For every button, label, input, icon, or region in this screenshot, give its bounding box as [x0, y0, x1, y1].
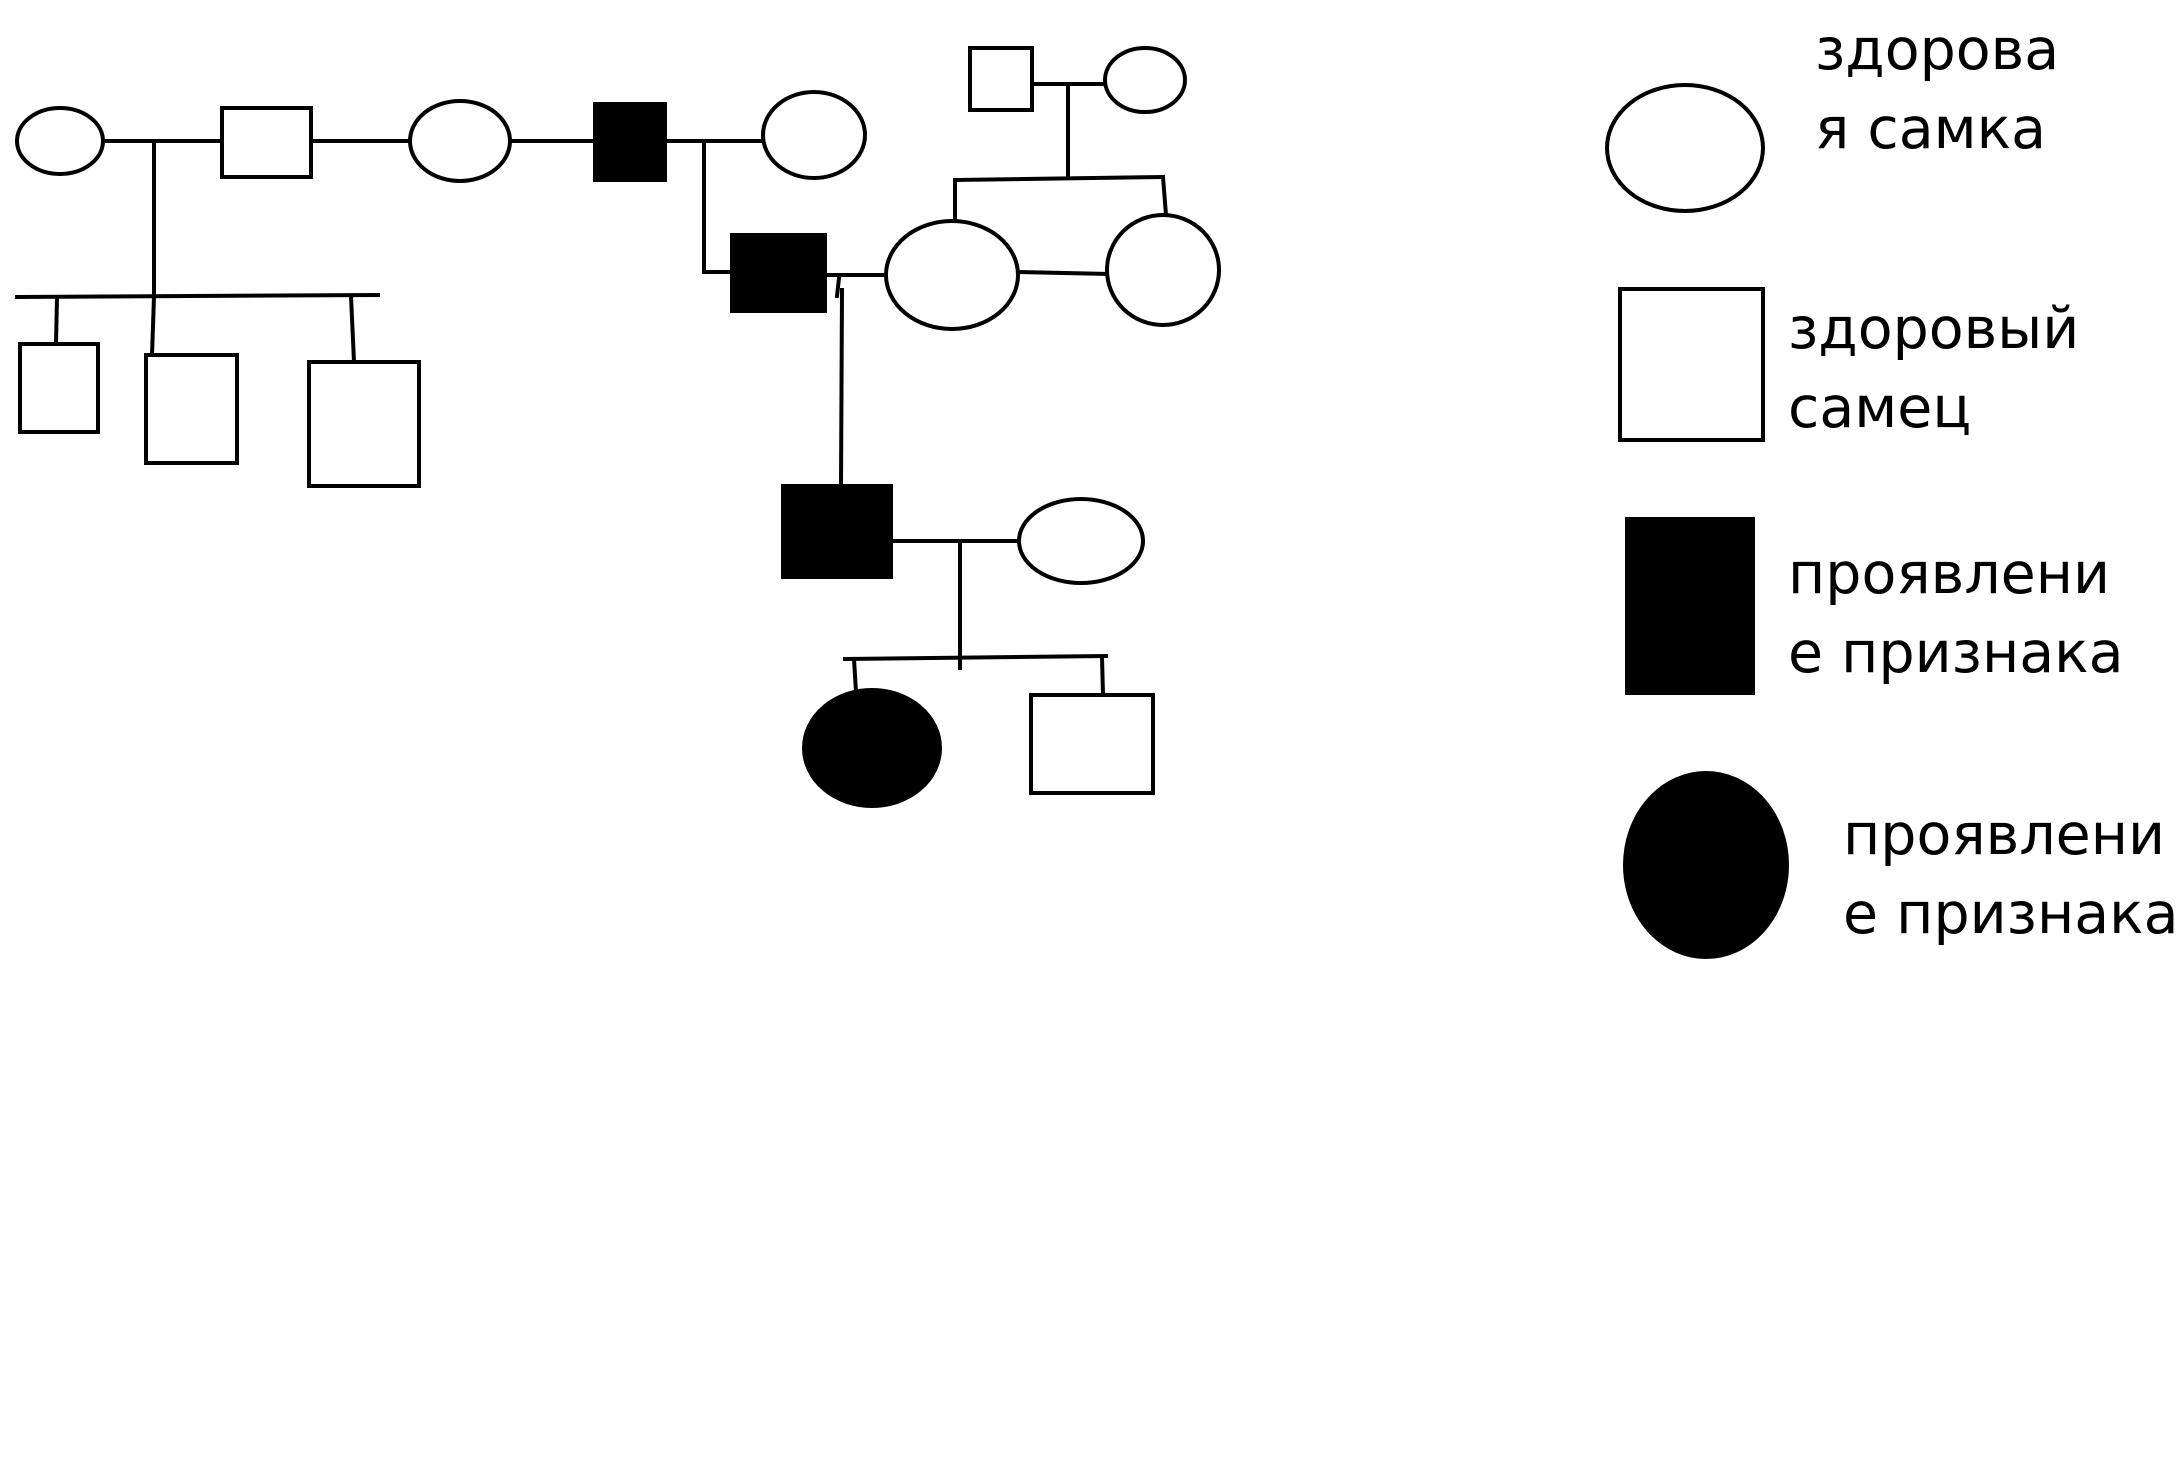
healthy-female-symbol	[1017, 497, 1145, 585]
descent-line	[834, 275, 842, 299]
legend-label: е признака	[1788, 620, 2124, 686]
healthy-female-symbol	[884, 219, 1020, 331]
affected-male-symbol	[730, 233, 827, 313]
legend-empty-square-symbol	[1618, 287, 1765, 442]
legend-item: здорова я самка	[1605, 17, 2059, 213]
healthy-female-symbol	[15, 106, 105, 176]
sibship-line	[842, 653, 1109, 662]
legend-label: е признака	[1843, 881, 2179, 947]
legend-label: проявлени	[1788, 541, 2110, 607]
legend-label: проявлени	[1843, 802, 2165, 868]
healthy-female-symbol	[1103, 46, 1187, 114]
pedigree-connecting-lines	[14, 82, 1169, 698]
pedigree-individuals	[15, 46, 1221, 808]
legend-item: проявлени е признака	[1623, 771, 2179, 959]
healthy-male-symbol	[220, 106, 313, 179]
child-line	[149, 294, 157, 358]
healthy-female-symbol	[408, 99, 512, 183]
child-line	[1099, 654, 1106, 698]
legend-filled-circle-symbol	[1623, 771, 1789, 959]
healthy-female-symbol	[1105, 213, 1221, 327]
sibship-line	[14, 292, 381, 300]
affected-male-symbol	[593, 102, 667, 182]
healthy-male-symbol	[144, 353, 239, 465]
descent-line	[838, 287, 845, 489]
healthy-male-symbol	[1029, 693, 1155, 795]
legend-label: я самка	[1815, 96, 2046, 162]
healthy-male-symbol	[307, 360, 421, 488]
healthy-male-symbol	[18, 342, 100, 434]
legend-item: проявлени е признака	[1625, 517, 2124, 695]
legend-label: здорова	[1815, 17, 2059, 83]
affected-female-symbol	[802, 688, 942, 808]
legend: здорова я самка здоровый самец проявлени е пр…	[1605, 17, 2179, 959]
affected-male-symbol	[781, 484, 893, 579]
child-line	[851, 656, 859, 695]
marriage-line	[1016, 269, 1111, 277]
legend-filled-square-symbol	[1625, 517, 1755, 695]
healthy-female-symbol	[761, 90, 867, 180]
child-line	[53, 294, 60, 347]
legend-label: здоровый	[1788, 296, 2079, 362]
legend-empty-circle-symbol	[1605, 83, 1765, 213]
child-line	[348, 293, 357, 365]
healthy-male-symbol	[968, 46, 1034, 112]
legend-item: здоровый самец	[1618, 287, 2079, 442]
legend-label: самец	[1788, 375, 1971, 441]
sibship-line	[952, 174, 1166, 183]
child-line	[1160, 174, 1169, 218]
